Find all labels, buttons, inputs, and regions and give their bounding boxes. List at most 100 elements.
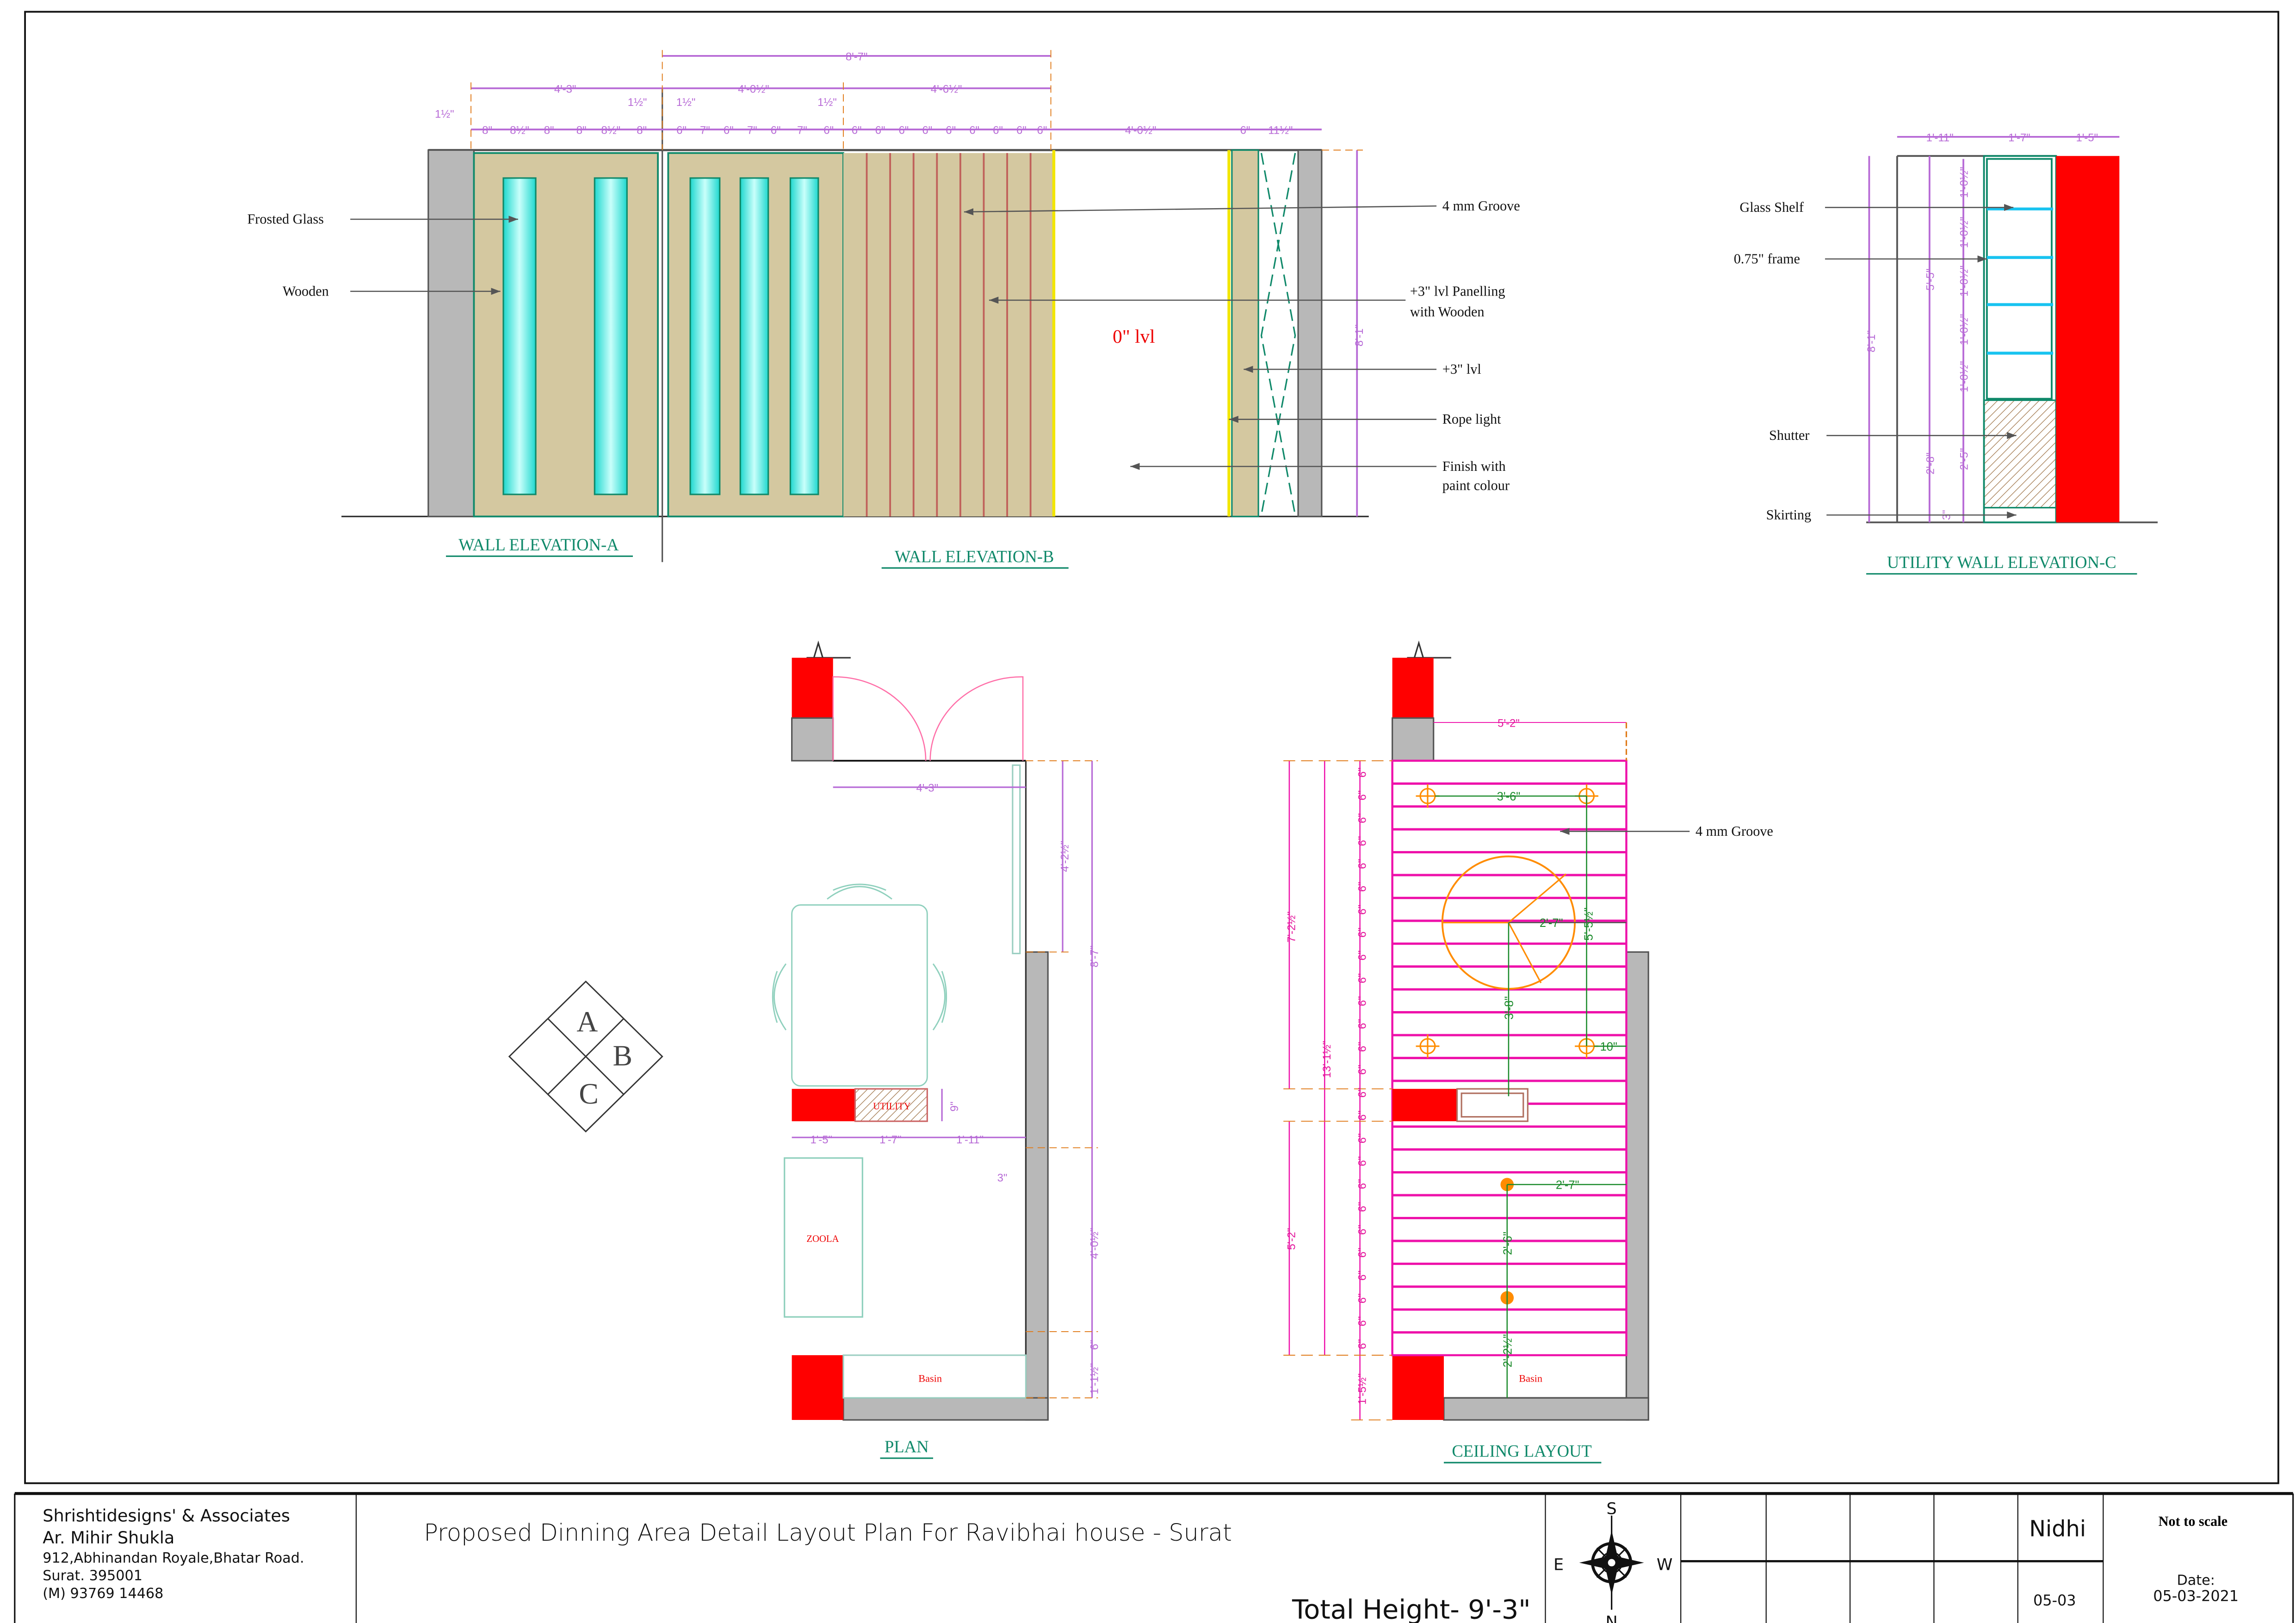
segment-dim: 7" xyxy=(747,124,757,137)
dim-gap: 1½" xyxy=(435,108,454,121)
compass-w: W xyxy=(1657,1555,1673,1574)
callout-finish: Finish with xyxy=(1442,458,1506,474)
plan-dim-u3: 1'-11" xyxy=(956,1134,984,1146)
panel-a xyxy=(473,152,659,518)
drawing-title: Proposed Dinning Area Detail Layout Plan… xyxy=(424,1519,1232,1547)
ceiling-strip-dim: 6" xyxy=(1356,836,1368,846)
frosted-glass-strip xyxy=(739,177,769,495)
frosted-glass-strip xyxy=(789,177,819,495)
date-value: 05-03-2021 xyxy=(2153,1587,2239,1604)
dim-right-width: 4'-0½" xyxy=(1125,124,1156,137)
dim-overall: 8'-7" xyxy=(846,50,868,63)
ceiling-dim-left-top: 7'-2½" xyxy=(1286,912,1298,943)
ceiling-strip-dim: 6" xyxy=(1356,790,1368,801)
segment-dim: 6" xyxy=(922,124,932,137)
ceiling-strip-dim: 6" xyxy=(1356,927,1368,938)
level-label: 0" lvl xyxy=(1113,326,1155,347)
segment-dim: 6" xyxy=(676,124,687,137)
ceiling-layout: Basin 5'-2" 3'-6" 2'-7" 5'-5½" xyxy=(1283,640,1773,1463)
dim-gap: 1½" xyxy=(817,96,837,109)
segment-dim: 6" xyxy=(899,124,909,137)
address-line-2: Surat. 395001 xyxy=(43,1568,142,1584)
segment-dim: 8" xyxy=(544,124,554,137)
dim-c-w2: 1'-7" xyxy=(2008,131,2030,144)
callout-panelling: +3" lvl Panelling xyxy=(1410,283,1505,299)
frosted-glass-strip xyxy=(502,177,537,495)
segment-dim: 6" xyxy=(1016,124,1027,137)
plan-dim-lower: 4'-0½" xyxy=(1088,1228,1101,1259)
zoola xyxy=(784,1157,863,1318)
ceiling-strip-dim: 6" xyxy=(1356,767,1368,778)
total-height: Total Height- 9'-3" xyxy=(1292,1594,1531,1623)
ceiling-strip-dim: 6" xyxy=(1356,1133,1368,1143)
caption-ceiling-layout: CEILING LAYOUT xyxy=(1452,1442,1591,1461)
callout-finish-2: paint colour xyxy=(1442,477,1510,493)
firm-name: Shrishtidesigns' & Associates xyxy=(43,1506,290,1525)
ceiling-dim-radius: 2'-7" xyxy=(1540,917,1563,930)
segment-dim: 8½" xyxy=(510,124,529,137)
segment-dim: 6" xyxy=(946,124,956,137)
side-wall xyxy=(427,149,475,518)
callout-plus3: +3" lvl xyxy=(1442,361,1481,377)
dim-c-total: 8'-1" xyxy=(1865,330,1878,352)
ceiling-strip-dim: 6" xyxy=(1356,905,1368,915)
dim-c-w3: 1'-5" xyxy=(2076,131,2098,144)
sheet-border xyxy=(24,11,2279,1484)
callout-skirting: Skirting xyxy=(1766,507,1811,523)
dim-c-w1: 1'-11" xyxy=(1926,131,1954,144)
dim-right-11: 11½" xyxy=(1268,124,1293,137)
utility-counter xyxy=(854,1088,928,1122)
ceiling-strip-dim: 6" xyxy=(1356,1225,1368,1235)
frosted-glass-strip xyxy=(594,177,628,495)
compass-n: N xyxy=(1606,1613,1618,1623)
ceiling-strip-dim: 6" xyxy=(1356,1339,1368,1349)
caption-wall-elevation-b: WALL ELEVATION-B xyxy=(895,547,1054,566)
ceiling-strip-dim: 6" xyxy=(1356,1248,1368,1258)
callout-wooden: Wooden xyxy=(283,283,329,299)
ceiling-dim-spot-v: 2'-6" xyxy=(1501,1232,1514,1255)
segment-dim: 6" xyxy=(1037,124,1047,137)
scale-note: Not to scale xyxy=(2159,1513,2228,1529)
plan-dim-door: 4'-3" xyxy=(916,782,939,795)
dim-c-shutter: 2'-5" xyxy=(1958,448,1971,470)
segment-dim: 7" xyxy=(700,124,710,137)
segment-dim: 6" xyxy=(993,124,1003,137)
callout-rope-light: Rope light xyxy=(1442,411,1501,427)
segment-dim: 8" xyxy=(482,124,492,137)
shelf-spacing-dim: 1'-0½" xyxy=(1958,265,1971,296)
segment-dim: 6" xyxy=(724,124,734,137)
ceiling-dim-left-bottom: 1'-5½" xyxy=(1356,1373,1368,1404)
shelf-spacing-dim: 1'-0½" xyxy=(1958,361,1971,392)
shutter xyxy=(1983,399,2057,509)
key-plan: A B C xyxy=(508,980,663,1133)
ceiling-strip-dim: 6" xyxy=(1356,1271,1368,1281)
segment-dim: 6" xyxy=(823,124,834,137)
dim-height: 8'-1" xyxy=(1353,325,1366,347)
shelf-spacing-dim: 1'-0½" xyxy=(1958,167,1971,198)
plan-dim-u2: 1'-7" xyxy=(879,1134,902,1146)
ceiling-dim-left-total: 13'-1½" xyxy=(1321,1041,1333,1078)
segment-dim: 8½" xyxy=(601,124,620,137)
glass-shelves xyxy=(1987,207,2054,355)
dim-b2-width: 4'-6½" xyxy=(931,83,962,95)
plan-dim-depth: 9" xyxy=(948,1101,961,1111)
ceiling-strip-dim: 6" xyxy=(1356,1156,1368,1166)
frosted-glass-strip xyxy=(689,177,721,495)
dim-right-6: 6" xyxy=(1240,124,1250,137)
dim-c-upper: 5'-5" xyxy=(1924,269,1937,291)
caption-utility-elevation-c: UTILITY WALL ELEVATION-C xyxy=(1887,553,2117,572)
segment-dim: 6" xyxy=(969,124,979,137)
plan-basin-label: Basin xyxy=(918,1372,942,1384)
address-line-1: 912,Abhinandan Royale,Bhatar Road. xyxy=(43,1550,304,1567)
ceiling-strip-dim: 6" xyxy=(1356,1316,1368,1327)
plan-utility-label: UTILITY xyxy=(873,1102,911,1112)
dining-table xyxy=(772,883,947,1087)
segment-dim: 6" xyxy=(852,124,862,137)
ceiling-strip-dim: 6" xyxy=(1356,1179,1368,1189)
plan: Basin UTILITY ZOOLA 4'-3" 4'-2½" 8'-7 xyxy=(772,640,1101,1459)
ceiling-strip-dim: 6" xyxy=(1356,1019,1368,1029)
segment-dim: 6" xyxy=(771,124,781,137)
ceiling-dim-left-low: 5'-2" xyxy=(1286,1228,1298,1250)
callout-frosted-glass: Frosted Glass xyxy=(247,211,323,227)
utility-wall-elevation-c: 1'-11" 1'-7" 1'-5" 8'-1" 5'-5" 2'-8" 2'-… xyxy=(1734,131,2158,575)
